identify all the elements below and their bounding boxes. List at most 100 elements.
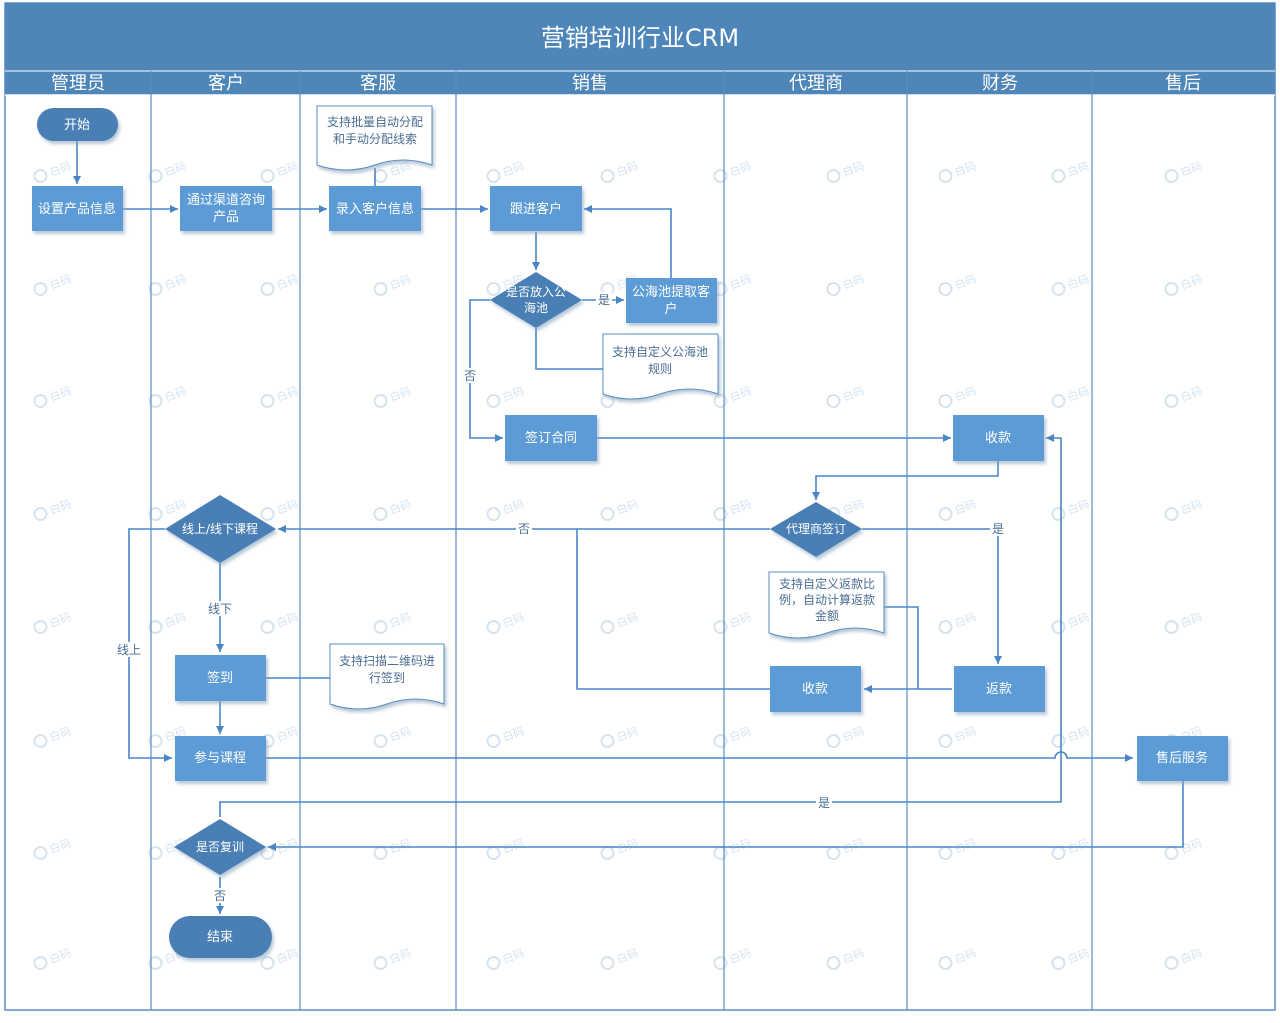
watermark-mark: 白码 — [600, 836, 640, 861]
watermark-text: 白码 — [614, 946, 639, 967]
lane-dividers — [150, 71, 1093, 1010]
watermark-mark: 白码 — [826, 724, 866, 749]
svg-text:和手动分配线索: 和手动分配线索 — [333, 132, 417, 146]
edge-extract-to-follow — [584, 205, 672, 278]
watermark-mark: 白码 — [373, 384, 413, 409]
edge-attend-to-aftersale — [266, 751, 1133, 762]
svg-text:是否放入公: 是否放入公 — [506, 284, 566, 299]
lane-header-customer: 客户 — [208, 73, 244, 94]
watermark-text: 白码 — [952, 946, 977, 967]
watermark-text: 白码 — [47, 497, 72, 518]
svg-text:海池: 海池 — [524, 300, 548, 315]
svg-text:是否复训: 是否复训 — [196, 840, 244, 854]
watermark-text: 白码 — [952, 497, 977, 518]
nodes: 开始 设置产品信息 通过渠道咨询 产品 录入客户信息 跟进客户 是否放入公 海池… — [32, 108, 1228, 958]
watermark-mark: 白码 — [1051, 724, 1091, 749]
watermark-mark: 白码 — [33, 610, 73, 635]
svg-text:结束: 结束 — [207, 930, 233, 945]
watermark-text: 白码 — [387, 610, 412, 631]
watermark-mark: 白码 — [1164, 272, 1204, 297]
svg-text:支持自定义返款比: 支持自定义返款比 — [779, 576, 875, 591]
watermark-mark: 白码 — [1051, 384, 1091, 409]
watermark-text: 白码 — [727, 384, 752, 405]
watermark-mark: 白码 — [260, 272, 300, 297]
watermark-mark: 白码 — [1051, 946, 1091, 971]
watermark-text: 白码 — [47, 946, 72, 967]
watermark-mark: 白码 — [260, 497, 300, 522]
watermark-text: 白码 — [952, 384, 977, 405]
watermark-text: 白码 — [500, 497, 525, 518]
svg-text:返款: 返款 — [986, 682, 1012, 697]
watermark-mark: 白码 — [373, 724, 413, 749]
label-offline: 线下 — [208, 602, 232, 616]
watermark-mark: 白码 — [826, 272, 866, 297]
watermark-mark: 白码 — [938, 836, 978, 861]
note-batch-assign: 支持批量自动分配 和手动分配线索 — [316, 105, 433, 171]
watermark-mark: 白码 — [148, 384, 188, 409]
watermark-mark: 白码 — [938, 497, 978, 522]
svg-text:参与课程: 参与课程 — [194, 750, 246, 766]
watermark-text: 白码 — [952, 159, 977, 180]
watermark-mark: 白码 — [713, 946, 753, 971]
watermark-text: 白码 — [274, 946, 299, 967]
watermark-text: 白码 — [952, 610, 977, 631]
watermark-text: 白码 — [614, 159, 639, 180]
watermark-text: 白码 — [274, 836, 299, 857]
watermark-text: 白码 — [387, 272, 412, 293]
watermark-mark: 白码 — [1164, 497, 1204, 522]
watermark-text: 白码 — [727, 497, 752, 518]
note-qr-checkin: 支持扫描二维码进 行签到 — [329, 643, 445, 710]
watermark-mark: 白码 — [486, 610, 526, 635]
watermark-text: 白码 — [1065, 724, 1090, 745]
node-set-product: 设置产品信息 — [32, 186, 123, 231]
watermark-mark: 白码 — [600, 497, 640, 522]
label-online: 线上 — [117, 643, 141, 657]
lane-header-bar — [5, 71, 1275, 95]
node-pool-extract: 公海池提取客 户 — [626, 278, 717, 323]
watermark-mark: 白码 — [33, 384, 73, 409]
watermark-mark: 白码 — [486, 836, 526, 861]
watermark-mark: 白码 — [600, 159, 640, 184]
svg-text:代理商签订: 代理商签订 — [786, 521, 846, 536]
watermark-mark: 白码 — [826, 159, 866, 184]
watermark-text: 白码 — [1065, 384, 1090, 405]
watermark-text: 白码 — [387, 384, 412, 405]
watermark-mark: 白码 — [486, 497, 526, 522]
watermark-mark: 白码 — [260, 384, 300, 409]
swimlane-frame: 营销培训行业CRM — [4, 2, 1276, 1011]
note-rebate-rule: 支持自定义返款比 例，自动计算返款 金额 — [768, 571, 885, 639]
node-retrain: 是否复训 — [174, 819, 266, 875]
svg-text:户: 户 — [664, 301, 677, 317]
watermark-mark: 白码 — [713, 497, 753, 522]
lane-header-admin: 管理员 — [51, 73, 105, 94]
watermark-mark: 白码 — [373, 610, 413, 635]
label-agent-yes: 是 — [992, 522, 1004, 536]
watermark-text: 白码 — [1065, 836, 1090, 857]
watermark-mark: 白码 — [1051, 159, 1091, 184]
watermark-text: 白码 — [614, 836, 639, 857]
node-rebate: 返款 — [954, 666, 1045, 712]
svg-text:开始: 开始 — [64, 118, 90, 133]
watermark-mark: 白码 — [600, 610, 640, 635]
watermark-text: 白码 — [274, 497, 299, 518]
svg-text:线上/线下课程: 线上/线下课程 — [182, 521, 258, 536]
watermark-text: 白码 — [1178, 272, 1203, 293]
node-checkin: 签到 — [175, 655, 266, 701]
watermark-mark: 白码 — [33, 272, 73, 297]
watermark-mark: 白码 — [938, 272, 978, 297]
watermark-mark: 白码 — [1051, 497, 1091, 522]
watermark-text: 白码 — [274, 384, 299, 405]
watermark-text: 白码 — [1178, 946, 1203, 967]
label-retrain-yes: 是 — [818, 796, 830, 810]
watermark-text: 白码 — [162, 384, 187, 405]
watermark-mark: 白码 — [1164, 384, 1204, 409]
watermark-mark: 白码 — [600, 946, 640, 971]
watermark-text: 白码 — [952, 724, 977, 745]
edge-aftersale-to-retrain — [268, 781, 1184, 851]
watermark-text: 白码 — [840, 384, 865, 405]
node-entry: 录入客户信息 — [329, 186, 421, 231]
watermark-mark: 白码 — [713, 610, 753, 635]
watermark-text: 白码 — [727, 272, 752, 293]
watermark-text: 白码 — [387, 724, 412, 745]
watermark-text: 白码 — [47, 610, 72, 631]
